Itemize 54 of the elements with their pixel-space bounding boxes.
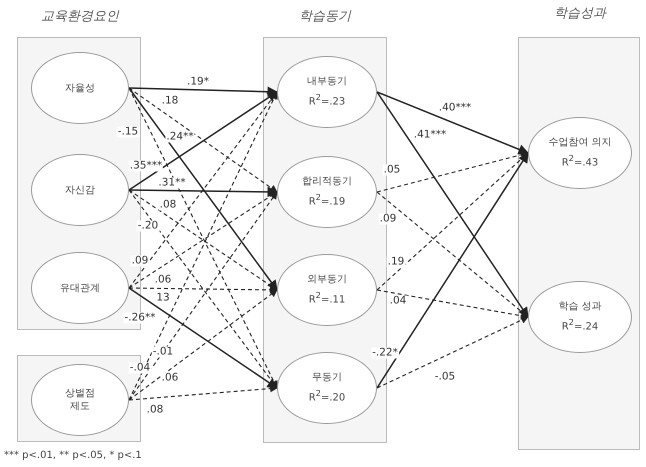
edge-label: -.05 bbox=[434, 372, 456, 382]
variable-name: 수업참여 의지 bbox=[548, 136, 612, 150]
variable-name: 자율성 bbox=[64, 82, 96, 94]
path-arrow bbox=[128, 86, 278, 97]
r-squared-value: R$^{2}$=.19 bbox=[308, 191, 346, 209]
edge-label: .09 bbox=[378, 214, 398, 224]
path-arrow bbox=[376, 91, 529, 154]
r-squared-value: R$^{2}$=.24 bbox=[562, 316, 598, 334]
variable-name: 합리적동기 bbox=[302, 175, 352, 188]
r-squared-value: R$^{2}$=.23 bbox=[308, 91, 346, 109]
edge-label: .08 bbox=[146, 404, 164, 416]
path-arrow bbox=[129, 286, 278, 294]
edge-label: .06 bbox=[154, 274, 172, 286]
edge-label: -.22* bbox=[371, 348, 399, 358]
edge-label: .04 bbox=[388, 296, 408, 306]
edge-label: .41*** bbox=[412, 130, 448, 140]
variable-name: 유대관계 bbox=[60, 282, 100, 294]
r-squared-value: R$^{2}$=.11 bbox=[308, 289, 346, 307]
group-panel bbox=[518, 37, 640, 450]
edge-label: 13 bbox=[155, 292, 171, 304]
edge-label: .18 bbox=[160, 96, 180, 106]
edge-label: -.20 bbox=[136, 220, 160, 232]
edge-label: .24** bbox=[165, 132, 195, 142]
edge-label: -.01 bbox=[152, 346, 174, 358]
edge-label: .19 bbox=[386, 256, 406, 268]
variable-name: 무동기 bbox=[312, 371, 342, 384]
path-arrow bbox=[376, 152, 529, 388]
group-heading: 학습동기 bbox=[299, 8, 351, 25]
path-arrow bbox=[128, 384, 278, 401]
variable-name: 자신감 bbox=[64, 184, 96, 196]
edge-label: .06 bbox=[160, 372, 180, 384]
variable-name: 외부동기 bbox=[307, 273, 347, 286]
edge-label: .31** bbox=[157, 178, 187, 188]
variable-name: 내부동기 bbox=[307, 75, 347, 88]
edge-label: -.15 bbox=[116, 126, 140, 138]
edge-label: -.26** bbox=[124, 312, 156, 324]
group-heading: 교육환경요인 bbox=[41, 8, 119, 25]
edge-label: .35*** bbox=[128, 160, 164, 172]
edge-label: .05 bbox=[382, 164, 402, 176]
edge-label: .09 bbox=[130, 256, 150, 266]
edge-label: .19* bbox=[186, 76, 210, 88]
significance-note: *** p<.01, ** p<.05, * p<.1 bbox=[4, 450, 142, 461]
variable-name: 상벌점 제도 bbox=[64, 387, 96, 413]
edge-label: .40*** bbox=[438, 102, 472, 114]
path-arrow bbox=[129, 186, 278, 198]
group-heading: 학습성과 bbox=[554, 5, 606, 22]
path-arrow bbox=[376, 92, 529, 318]
path-arrow bbox=[376, 316, 529, 388]
r-squared-value: R$^{2}$=.43 bbox=[562, 152, 598, 170]
variable-name: 학습 성과 bbox=[558, 300, 602, 314]
edge-label: -.04 bbox=[128, 362, 152, 374]
edge-label: .08 bbox=[158, 200, 178, 210]
path-arrow bbox=[376, 289, 529, 320]
r-squared-value: R$^{2}$=.20 bbox=[308, 387, 346, 405]
